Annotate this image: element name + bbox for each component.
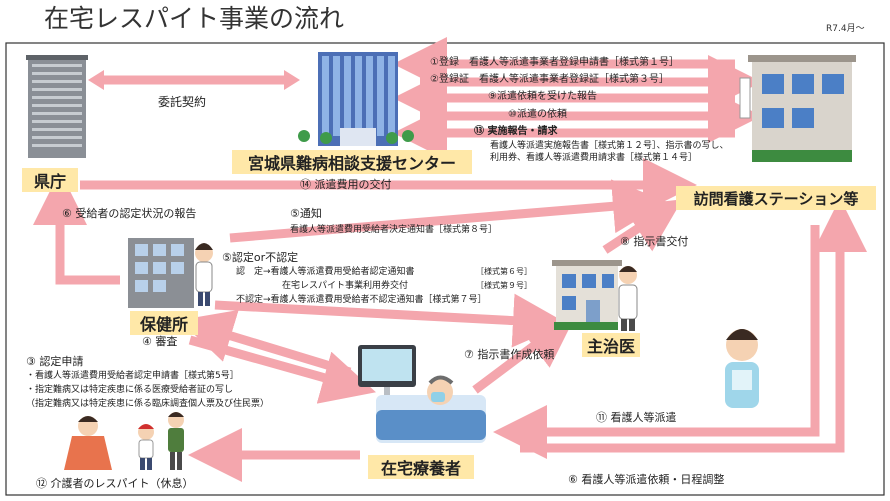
label-step6-request: ⑥ 看護人等派遣依頼・日程調整 (568, 473, 725, 486)
health-worker-icon (195, 243, 213, 306)
label-step7: ⑦ 指示書作成依頼 (464, 348, 555, 361)
node-health-center: 保健所 (130, 311, 198, 335)
arrow-step5-decision (214, 293, 567, 348)
nurse-icon (725, 329, 759, 408)
node-prefecture: 県庁 (22, 168, 78, 192)
arrow-step6-request (520, 198, 867, 453)
label-step9: ⑨派遣依頼を受けた報告 (488, 91, 597, 102)
label-step13-line2: 利用券、看護人等派遣費用請求書［様式第１４号］ (490, 153, 698, 163)
date-note: R7.4月～ (826, 24, 865, 34)
node-patient: 在宅療養者 (368, 455, 474, 479)
label-decision-line1: 認 定→看護人等派遣費用受給者認定通知書 (236, 267, 415, 277)
label-step5-notice: ⑤通知 (290, 207, 322, 220)
label-step13: ⑬ 実施報告・請求 (474, 126, 558, 137)
label-step10: ⑩派遣の依頼 (508, 109, 567, 120)
label-decision-line2-form: ［様式第９号］ (476, 281, 532, 290)
node-doctor: 主治医 (582, 333, 640, 357)
label-decision-line2: 在宅レスパイト事業利用券交付 (282, 281, 409, 291)
clinic-icon (552, 260, 622, 330)
label-step5-decision: ⑤認定or不認定 (222, 251, 299, 264)
label-step3-line1: ・看護人等派遣費用受給者認定申請書［様式第5号］ (26, 371, 239, 381)
label-step1: ①登録 看護人等派遣事業者登録申請書［様式第１号］ (430, 57, 679, 68)
label-step13-line1: 看護人等派遣実施報告書［様式第１２号］、指示書の写し、 (490, 141, 729, 151)
caregiver-family-icon (64, 412, 184, 470)
label-decision-line1-form: ［様式第６号］ (476, 267, 532, 276)
health-center-building-icon (128, 238, 194, 308)
arrow-step8 (602, 199, 683, 254)
label-step5-notice-doc: 看護人等派遣費用受給者決定通知書［様式第８号］ (290, 225, 498, 235)
label-step3-line2: ・指定難病又は特定疾患に係る医療受給者証の写し (26, 385, 234, 395)
label-step11: ⑪ 看護人等派遣 (596, 411, 677, 424)
station-building-icon (739, 55, 856, 162)
label-step6-report: ⑥ 受給者の認定状況の報告 (62, 207, 197, 220)
label-contract: 委託契約 (158, 95, 207, 109)
arrow-health-to-patient (188, 335, 376, 404)
center-building-icon (298, 52, 414, 146)
node-center: 宮城県難病相談支援センター (232, 150, 472, 174)
patient-bed-icon (358, 345, 486, 443)
arrow-step5-notice (229, 179, 667, 243)
arrow-step7 (472, 313, 577, 394)
arrow-step11 (493, 225, 820, 459)
label-step8: ⑧ 指示書交付 (620, 235, 689, 248)
doctor-icon (618, 266, 638, 331)
label-step3-line3: （指定難病又は特定疾患に係る臨床調査個人票及び住民票） (26, 399, 270, 409)
label-step3: ③ 認定申請 (26, 355, 84, 368)
label-step4: ④ 審査 (142, 335, 178, 348)
node-station: 訪問看護ステーション等 (676, 186, 876, 210)
label-decision-line3: 不認定→看護人等派遣費用受給者不認定通知書［様式第７号］ (236, 295, 487, 305)
label-step12: ⑫ 介護者のレスパイト（休息） (36, 477, 194, 490)
label-step14: ⑭ 派遣費用の交付 (300, 178, 392, 191)
label-step2: ②登録証 看護人等派遣事業者登録証［様式第３号］ (430, 74, 669, 85)
prefecture-building-icon (26, 55, 88, 158)
arrow-step6-report (33, 171, 120, 285)
page-title: 在宅レスパイト事業の流れ (44, 4, 345, 33)
